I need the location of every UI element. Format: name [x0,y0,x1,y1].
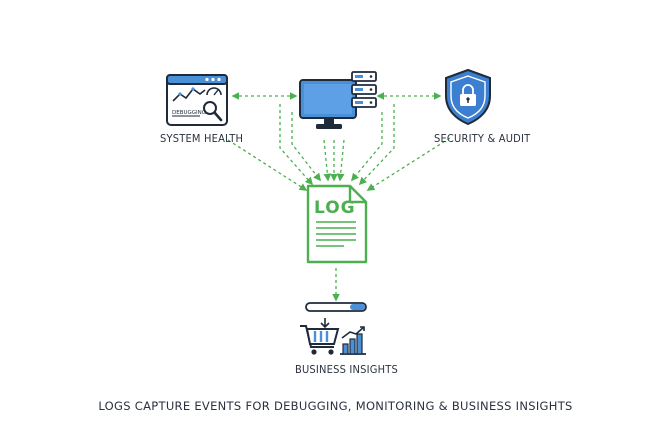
server-rack-icon [351,71,377,108]
diagram-caption: LOGS CAPTURE EVENTS FOR DEBUGGING, MONIT… [98,399,573,413]
server-node [299,71,377,129]
edge-server-log-2 [291,112,321,182]
edge-server-log-6 [351,112,383,182]
document-icon [306,184,368,264]
edge-server-log-7 [358,104,395,186]
system-health-node: DEBUGGING [166,74,228,126]
security-node [445,68,491,126]
lock-icon [460,84,476,106]
edge-security-log [366,137,451,191]
gauge-icon [206,87,222,96]
magnifier-icon [203,101,223,122]
panel-text-debugging: DEBUGGING [172,110,206,116]
business-node [300,302,367,355]
shopping-cart-icon [300,318,340,355]
log-file-node: LOG [306,184,368,264]
bar-chart-icon [340,326,366,355]
edge-server-log-3 [323,139,332,182]
monitor-base [316,124,342,129]
log-text: LOG [314,198,356,218]
connector-lines [227,92,451,302]
edge-server-log-5 [336,139,345,182]
label-business-insights: BUSINESS INSIGHTS [295,363,398,376]
trend-line-icon [172,87,206,102]
label-security-audit: SECURITY & AUDIT [434,132,531,145]
label-system-health: SYSTEM HEALTH [160,132,244,145]
edge-server-log-1 [279,104,314,186]
